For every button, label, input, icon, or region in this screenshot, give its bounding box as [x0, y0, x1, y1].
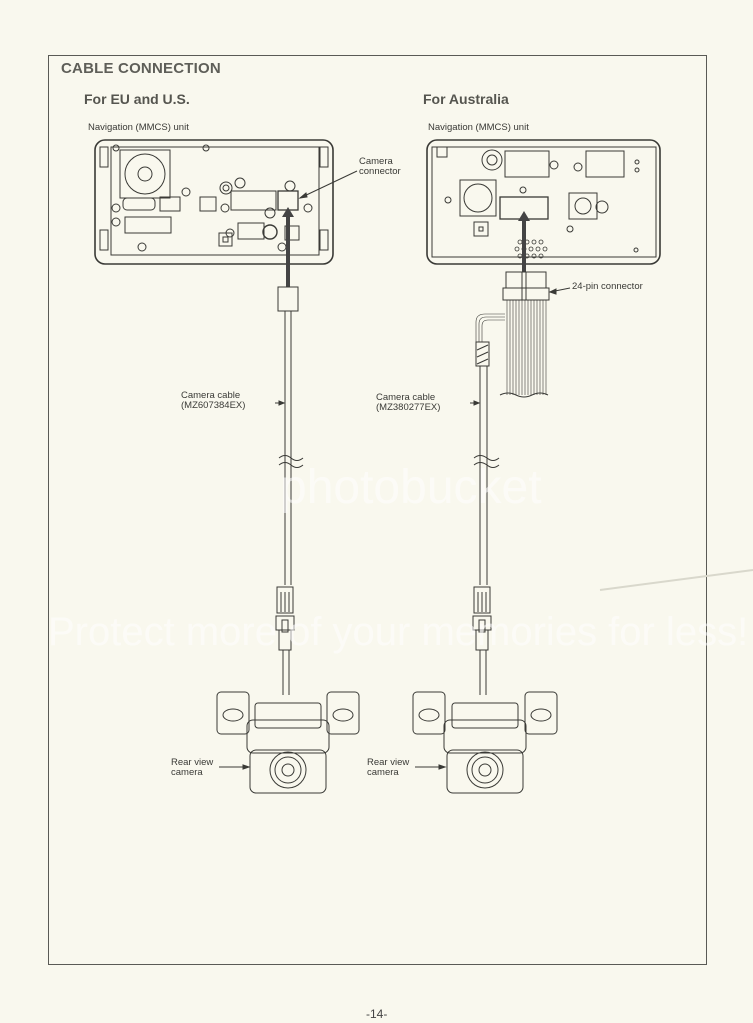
section-heading-eu-us: For EU and U.S. — [84, 91, 190, 107]
page-number: -14- — [366, 1007, 388, 1021]
nav-unit-au-icon — [426, 139, 661, 265]
page-title: CABLE CONNECTION — [61, 60, 221, 77]
camera-cable-label-au-line1: Camera cable — [376, 392, 436, 403]
nav-unit-eu-icon — [94, 139, 334, 265]
rear-camera-label-au-line1: Rear view — [367, 757, 410, 768]
unit-label-au: Navigation (MMCS) unit — [428, 122, 529, 133]
watermark-tagline: Protect more of your memories for less! — [48, 610, 749, 654]
rear-camera-label-eu-line2: camera — [171, 767, 203, 778]
rear-camera-eu-icon — [216, 691, 360, 794]
section-heading-australia: For Australia — [423, 91, 509, 107]
camera-cable-label-eu-line1: Camera cable — [181, 390, 241, 401]
rear-camera-label-eu-line1: Rear view — [171, 757, 214, 768]
rear-camera-au-icon — [412, 691, 558, 794]
camera-connector-label-line2: connector — [359, 166, 401, 177]
unit-label-eu: Navigation (MMCS) unit — [88, 122, 189, 133]
diagram-frame — [48, 55, 707, 965]
pin-connector-label: 24-pin connector — [572, 281, 643, 292]
camera-connector-label-line1: Camera — [359, 156, 393, 167]
watermark-brand: photobucket — [280, 461, 542, 514]
camera-cable-part-eu: (MZ607384EX) — [181, 400, 246, 411]
rear-camera-label-au-line2: camera — [367, 767, 399, 778]
camera-cable-part-au: (MZ380277EX) — [376, 402, 441, 413]
